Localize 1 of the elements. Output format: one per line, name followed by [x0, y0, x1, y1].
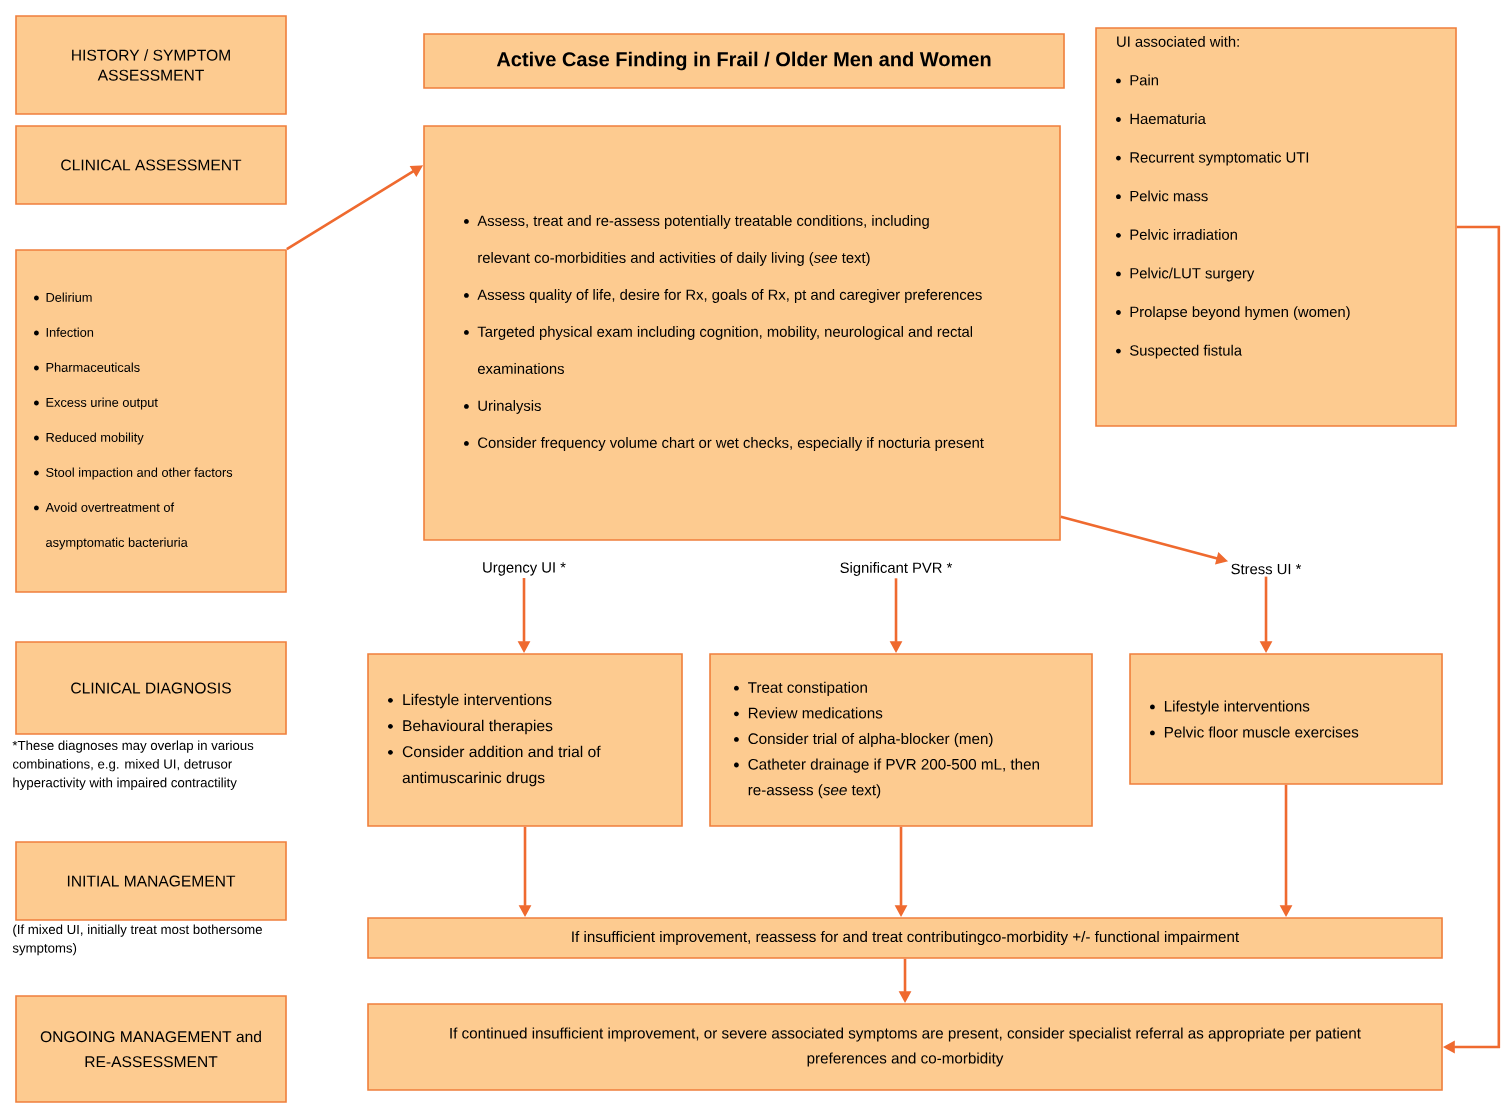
title-box: Active Case Finding in Frail / Older Men and Women — [423, 33, 1065, 89]
